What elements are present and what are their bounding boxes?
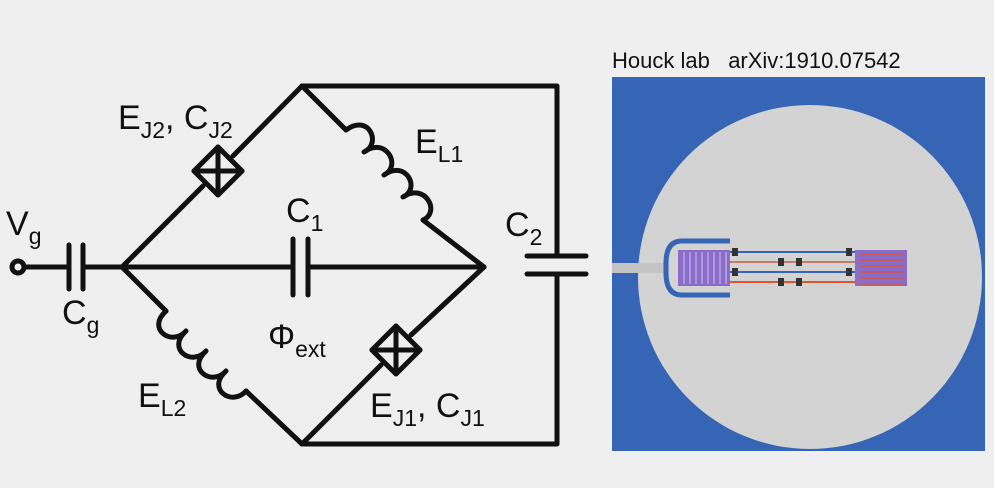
image-credit: Houck lab arXiv:1910.07542 [612,48,901,74]
wire-c2-top [299,83,560,259]
inductor-l2-icon [156,308,249,400]
device-leads [730,251,855,283]
inductor-l1-icon [343,122,434,223]
feedline [612,263,666,273]
credit-arxiv: arXiv:1910.07542 [728,48,901,73]
right-pad [855,250,907,286]
junction-j2-icon [191,144,245,198]
wire-c2-bottom [299,271,560,447]
credit-lab: Houck lab [612,48,710,73]
c2-label: C2 [505,206,543,250]
left-pad [678,250,730,286]
wire-ej1-lower [299,362,384,447]
junction-j1-icon [369,323,423,377]
wire-el1-upper [299,83,349,133]
el2-label: EL2 [138,377,187,421]
wire-el1-lower [420,217,487,270]
cg-label: Cg [62,294,100,338]
wire-el2-left [119,264,169,314]
el1-label: EL1 [415,123,464,167]
phi-ext-label: Φext [268,318,326,362]
ej1-cj1-label: EJ1, CJ1 [370,387,485,431]
wire-ej1-upper [408,264,487,338]
junction-markers [732,248,852,286]
chip-disc [638,105,982,449]
ej2-cj2-label: EJ2, CJ2 [118,99,233,143]
device-chip-image [612,105,982,449]
wire-ej2-upper [230,83,305,159]
wire-ej2-lower [119,183,206,270]
right-pad-fingers-icon [860,253,904,285]
coupling-claw [663,238,730,298]
device-micrograph [612,77,985,451]
wire-el2-right [243,388,305,447]
c1-label: C1 [286,192,324,236]
left-pad-fingers-icon [683,252,727,284]
vg-label: Vg [6,205,42,249]
